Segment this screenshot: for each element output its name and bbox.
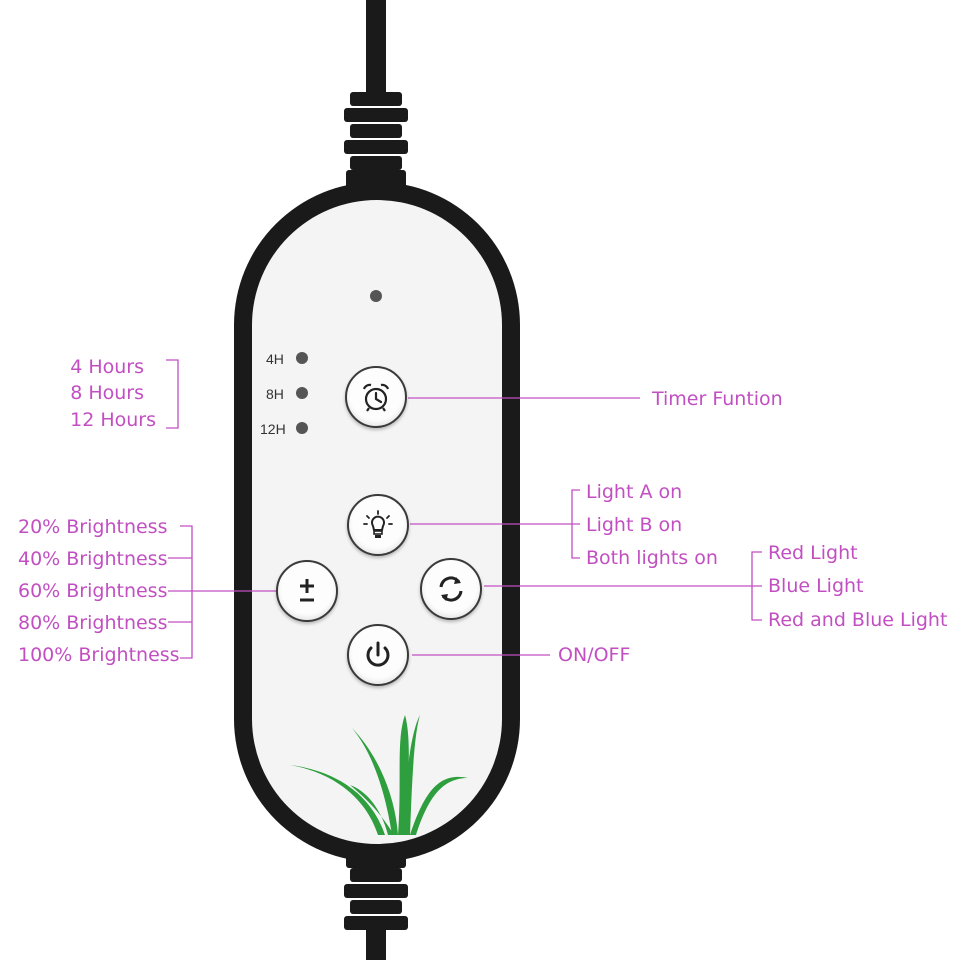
led-12h (296, 422, 308, 434)
label-light-b: Light B on (586, 514, 683, 536)
plus-minus-icon (300, 579, 314, 602)
led-label-12h: 12H (260, 421, 286, 437)
label-20-brightness: 20% Brightness (18, 516, 168, 538)
label-light-a: Light A on (586, 481, 683, 503)
led-label-4h: 4H (266, 351, 284, 367)
led-4h (296, 352, 308, 364)
callout-lines (166, 359, 762, 659)
led-8h (296, 387, 308, 399)
led-label-8h: 8H (266, 386, 284, 402)
bracket-timer-hours (166, 359, 179, 429)
cycle-arrows-icon (439, 576, 463, 602)
label-60-brightness: 60% Brightness (18, 580, 168, 602)
bracket-brightness (180, 525, 193, 659)
label-timer-function: Timer Funtion (652, 388, 783, 410)
label-blue-light: Blue Light (768, 575, 864, 597)
label-40-brightness: 40% Brightness (18, 548, 168, 570)
label-4-hours: 4 Hours (70, 356, 144, 378)
power-icon (366, 641, 390, 667)
label-on-off: ON/OFF (558, 644, 631, 666)
status-led (370, 290, 382, 302)
label-red-light: Red Light (768, 542, 858, 564)
cable-top (366, 0, 386, 100)
plant-logo (290, 715, 468, 835)
brightness-button[interactable] (276, 560, 338, 622)
alarm-clock-icon (362, 383, 390, 412)
light-bulb-icon (363, 510, 393, 538)
strain-relief-top (344, 92, 408, 190)
timer-button[interactable] (345, 366, 407, 428)
label-both-lights: Both lights on (586, 547, 718, 569)
light-button[interactable] (347, 494, 409, 556)
power-button[interactable] (347, 624, 409, 686)
label-red-blue-light: Red and Blue Light (768, 609, 948, 631)
strain-relief-bottom (344, 850, 408, 930)
label-100-brightness: 100% Brightness (18, 644, 180, 666)
cable-bottom (366, 928, 386, 960)
label-12-hours: 12 Hours (70, 409, 156, 431)
spectrum-button[interactable] (420, 558, 482, 620)
label-80-brightness: 80% Brightness (18, 612, 168, 634)
label-8-hours: 8 Hours (70, 382, 144, 404)
